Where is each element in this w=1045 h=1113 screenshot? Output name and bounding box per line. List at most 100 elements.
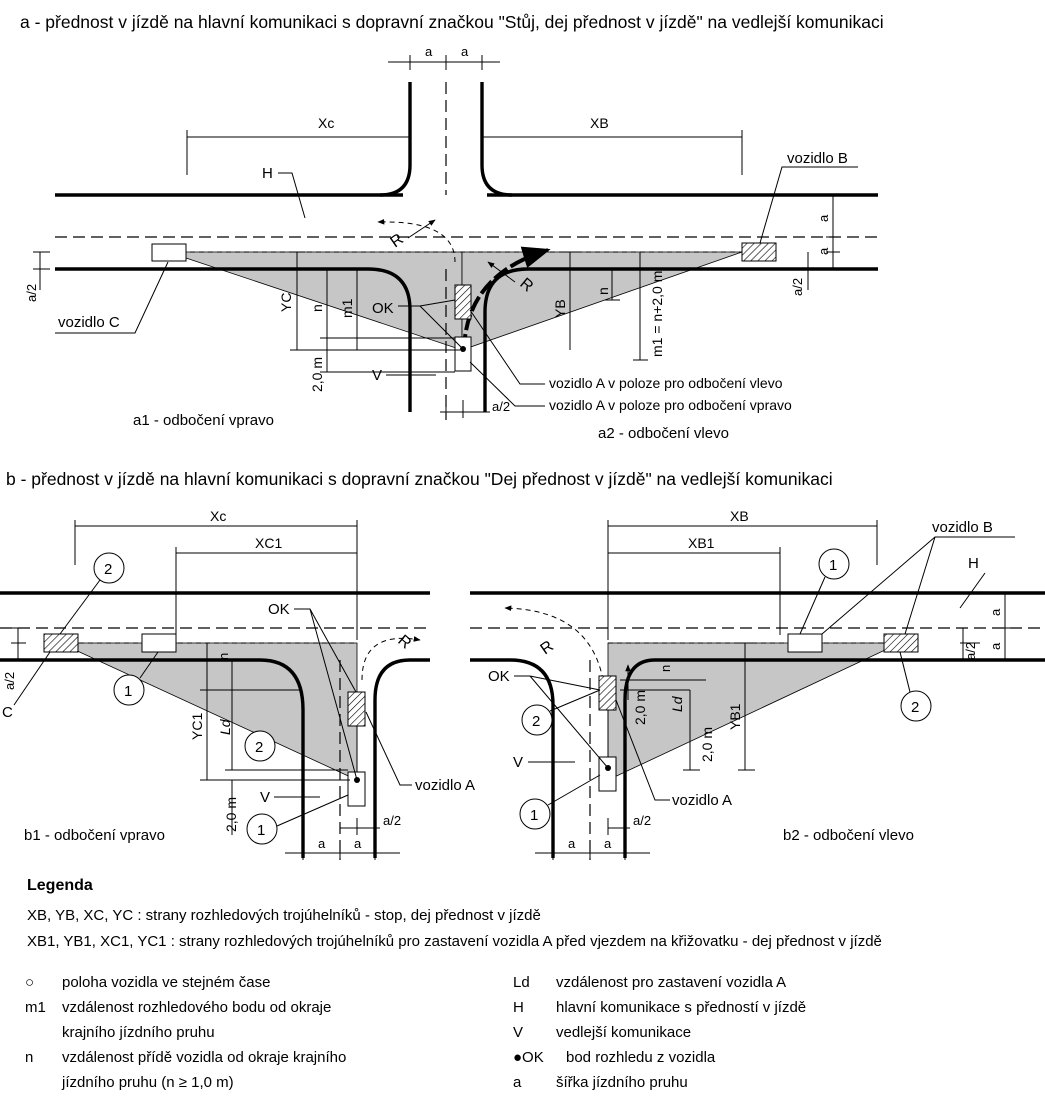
legend-right-sym-4: a	[513, 1074, 522, 1091]
legend-right-text-3: bod rozhledu z vozidla	[566, 1049, 716, 1066]
label-a-right-1: a	[816, 214, 831, 222]
b2-label-xb1: XB1	[688, 535, 715, 551]
b1-label-vozidlo-a: vozidlo A	[415, 777, 475, 794]
label-a-half-right: a/2	[790, 278, 805, 296]
legend-line-2: XB1, YB1, XC1, YC1 : strany rozhledových…	[27, 933, 882, 950]
label-m1-formula: m1 = n+2,0 m	[649, 271, 665, 357]
b2-label-n: n	[658, 665, 673, 672]
b1-side-left-curb	[259, 658, 305, 858]
dim-yc	[290, 251, 460, 351]
b2-circle-2-right	[900, 690, 932, 722]
dim-xc	[186, 130, 411, 175]
b2-label-xb: XB	[730, 508, 749, 524]
b2-dim-inner	[620, 679, 706, 691]
legend-right-text-1: hlavní komunikace s předností v jízdě	[556, 999, 807, 1016]
label-vozidlo-c: vozidlo C	[58, 314, 120, 331]
vehicle-c-car	[151, 243, 187, 262]
b1-num-2-top: 2	[104, 561, 112, 578]
b2-label-yb1: YB1	[727, 703, 743, 730]
leader-vozidlo-b	[759, 166, 858, 244]
b2-label-a-right-2: a	[988, 642, 1003, 650]
b2-label-a-right-1: a	[988, 608, 1003, 616]
title-a: a - přednost v jízdě na hlavní komunikac…	[20, 12, 884, 32]
b2-leader-h	[959, 572, 986, 609]
b1-leader-2-top	[59, 579, 101, 635]
b2-num-1-bottom: 1	[530, 807, 538, 824]
b2-leader-vozidlo-a	[615, 699, 670, 801]
label-ok: OK	[372, 300, 394, 317]
legend-left-text-3: vzdálenost přídě vozidla od okraje krajn…	[62, 1049, 347, 1066]
legend-left-sym-0: ○	[25, 974, 35, 991]
b2-vehicle-b1	[787, 633, 823, 653]
b2-num-2-right: 2	[911, 699, 919, 716]
b2-vehicle-b2	[883, 633, 919, 653]
radius-arrow-left	[487, 261, 516, 283]
b2-dim-yb1	[738, 642, 755, 771]
label-h: H	[262, 165, 273, 182]
b2-dim-ld	[683, 690, 700, 771]
dim-n	[320, 269, 455, 339]
dim-a-half-bottom	[440, 400, 490, 418]
subtitle-a1: a1 - odbočení vpravo	[133, 412, 274, 429]
b2-leader-2-right	[899, 651, 911, 693]
b2-circle-1-bottom	[519, 798, 551, 830]
b1-vehicle-a2	[347, 691, 366, 727]
legend-left-sym-3: n	[25, 1049, 34, 1066]
b1-dim-ld	[225, 660, 348, 771]
label-pos-right: vozidlo A v poloze pro odbočení vpravo	[549, 397, 792, 413]
label-a-right-2: a	[816, 247, 831, 255]
b2-dim-xb1	[608, 547, 781, 635]
side-road-top-left-curb	[379, 82, 412, 197]
b2-turn-path	[504, 605, 604, 681]
b1-label-v: V	[260, 789, 270, 806]
b1-label-2m: 2,0 m	[223, 797, 239, 832]
b1-circle-1-left	[113, 674, 145, 706]
b1-vehicle-a1	[347, 771, 366, 807]
b2-label-a-half: a/2	[633, 813, 651, 828]
b2-label-a-half-right: a/2	[963, 642, 978, 660]
b2-label-v: V	[513, 754, 523, 771]
b1-label-ld: Ld	[217, 718, 233, 735]
b1-dim-xc	[74, 520, 358, 640]
label-vozidlo-b: vozidlo B	[787, 150, 848, 167]
b2-label-vozidlo-b: vozidlo B	[932, 519, 993, 536]
sight-triangle-right	[461, 251, 743, 351]
b1-label-a-half-left: a/2	[2, 672, 17, 690]
b2-leader-1-top	[799, 576, 826, 635]
legend-left-sym-1: m1	[25, 999, 46, 1016]
label-n-right: n	[595, 287, 611, 295]
b2-vehicle-a2	[598, 675, 617, 711]
diagram-a: a a Xc XB H vozidlo B vozidlo C R R OK Y…	[24, 44, 878, 442]
b1-leader-ok	[294, 608, 358, 781]
b2-leader-vozidlo-b	[821, 536, 1015, 635]
legend-line-1: XB, YB, XC, YC : strany rozhledových tro…	[27, 907, 541, 924]
legend-right-sym-2: V	[513, 1024, 524, 1041]
b1-leader-1-left	[139, 651, 159, 679]
b1-dim-xc1	[175, 547, 357, 635]
b2-leader-2-left	[549, 689, 601, 712]
label-pos-left: vozidlo A v poloze pro odbočení vlevo	[549, 375, 783, 391]
right-turn-path	[377, 219, 456, 263]
title-b: b - přednost v jízdě na hlavní komunikac…	[6, 469, 833, 489]
b2-num-2-left: 2	[532, 713, 540, 730]
legend-right-sym-3: ●OK	[513, 1049, 544, 1066]
dim-lanes-right	[826, 194, 840, 270]
subtitle-b1: b1 - odbočení vpravo	[24, 827, 165, 844]
sight-triangle-left	[167, 251, 463, 351]
legend-left-text-4: jízdního pruhu (n ≥ 1,0 m)	[62, 1074, 234, 1091]
leader-pos-right	[469, 361, 545, 407]
b2-label-vozidlo-a: vozidlo A	[672, 792, 732, 809]
vehicle-b-car	[741, 242, 777, 262]
label-a-half-bottom: a/2	[492, 399, 510, 414]
b2-label-r: R	[538, 638, 557, 659]
vehicle-a-left-position	[454, 284, 472, 320]
legend-heading: Legenda	[27, 877, 93, 894]
b1-leader-vozidlo-a	[365, 711, 412, 786]
b2-vehicle-a1	[598, 756, 617, 792]
b2-circle-2-left	[521, 704, 553, 736]
dim-xb	[482, 130, 743, 175]
label-n: n	[309, 304, 325, 312]
b2-dim-bottom	[535, 846, 650, 860]
b1-label-a-1: a	[318, 836, 326, 851]
label-v: V	[372, 367, 382, 384]
